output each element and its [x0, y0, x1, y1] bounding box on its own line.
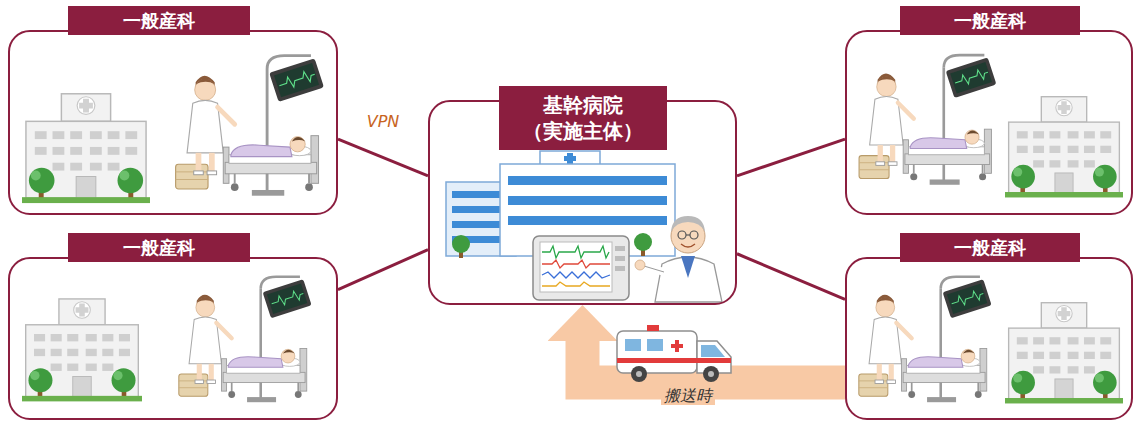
- clinic-box: 一般産科: [8, 30, 338, 215]
- network-link: [737, 139, 845, 176]
- edge-label: 搬送時: [661, 386, 715, 405]
- clinic-building: [1005, 303, 1123, 404]
- node-heading: 一般産科: [900, 233, 1080, 262]
- network-link: [338, 250, 428, 290]
- clinic-box: 一般産科: [8, 257, 338, 420]
- network-link: [338, 139, 428, 176]
- ambulance-icon: [617, 325, 731, 382]
- node-heading: 一般産科: [68, 6, 250, 35]
- vital-monitor: [533, 236, 629, 300]
- delivery-room-scene: [859, 277, 992, 402]
- network-link: [737, 254, 845, 300]
- node-heading: 一般産科: [900, 6, 1080, 35]
- doctor-figure: [635, 216, 722, 302]
- node-heading: 基幹病院 （実施主体）: [499, 86, 667, 150]
- hub-hospital-box: 基幹病院 （実施主体）: [428, 100, 737, 305]
- delivery-room-scene: [859, 55, 996, 185]
- clinic-building: [22, 299, 142, 401]
- edge-label: VPN: [364, 112, 403, 131]
- node-heading: 一般産科: [68, 233, 250, 262]
- clinic-box: 一般産科: [845, 257, 1133, 420]
- clinic-building: [1005, 97, 1123, 198]
- clinic-box: 一般産科: [845, 30, 1133, 215]
- clinic-building: [22, 94, 150, 203]
- delivery-room-scene: [176, 56, 324, 196]
- delivery-room-scene: [179, 277, 312, 402]
